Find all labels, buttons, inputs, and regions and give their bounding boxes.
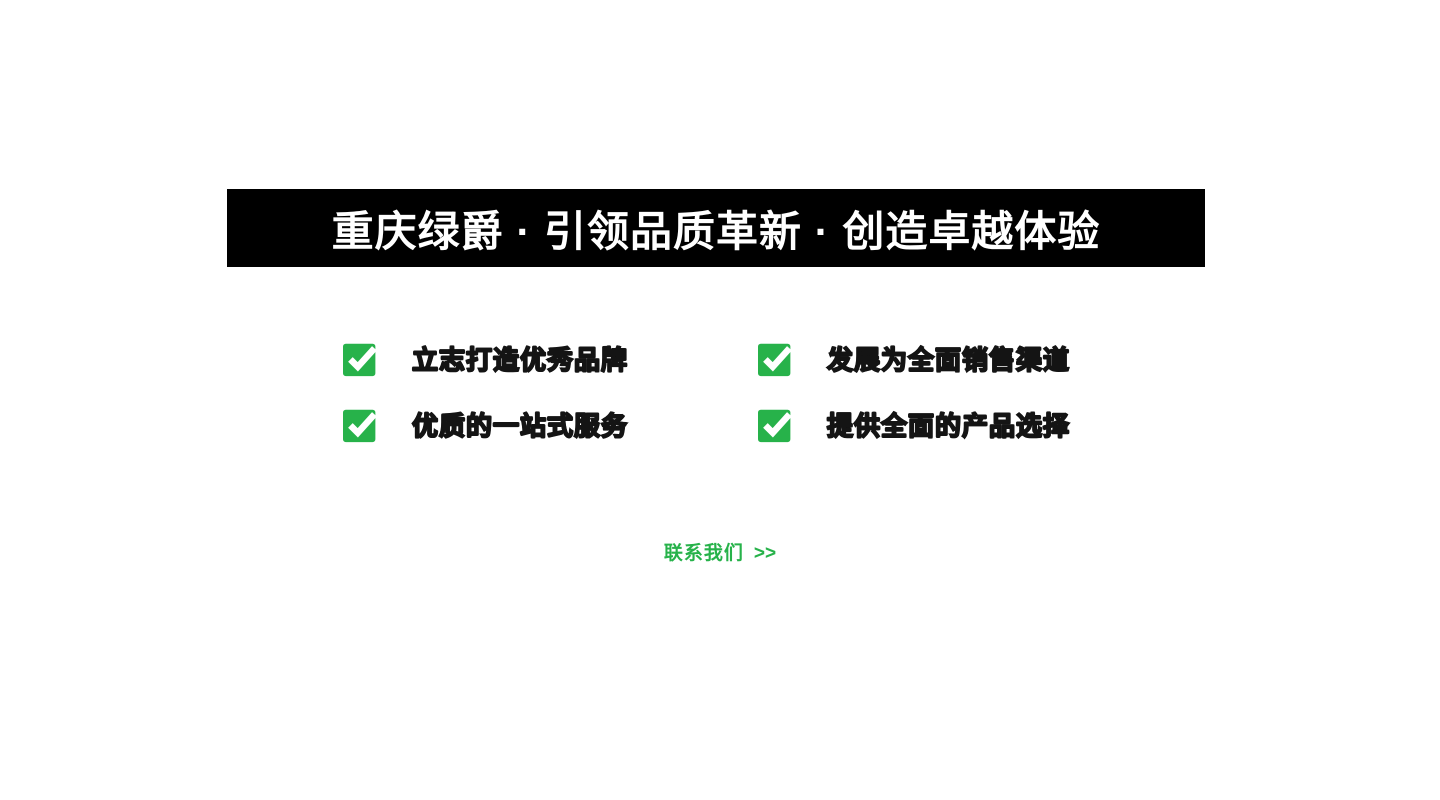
feature-label: 发展为全面销售渠道 xyxy=(826,344,1071,376)
feature-list: 立志打造优秀品牌 发展为全面销售渠道 优质的一站式服务 xyxy=(343,340,1070,443)
double-chevron-right-icon: >> xyxy=(753,543,777,564)
check-icon xyxy=(758,406,795,443)
check-icon xyxy=(343,340,380,377)
feature-label: 优质的一站式服务 xyxy=(411,410,629,442)
contact-us-link[interactable]: 联系我们 >> xyxy=(0,538,1440,565)
feature-item: 发展为全面销售渠道 xyxy=(758,340,1070,377)
feature-label: 立志打造优秀品牌 xyxy=(411,344,629,376)
feature-label: 提供全面的产品选择 xyxy=(826,410,1071,442)
feature-item: 优质的一站式服务 xyxy=(343,406,758,443)
contact-us-label: 联系我们 xyxy=(663,543,744,564)
headline-banner: 重庆绿爵 · 引领品质革新 · 创造卓越体验 xyxy=(227,189,1205,267)
feature-item: 立志打造优秀品牌 xyxy=(343,340,758,377)
feature-item: 提供全面的产品选择 xyxy=(758,406,1070,443)
check-icon xyxy=(758,340,795,377)
check-icon xyxy=(343,406,380,443)
